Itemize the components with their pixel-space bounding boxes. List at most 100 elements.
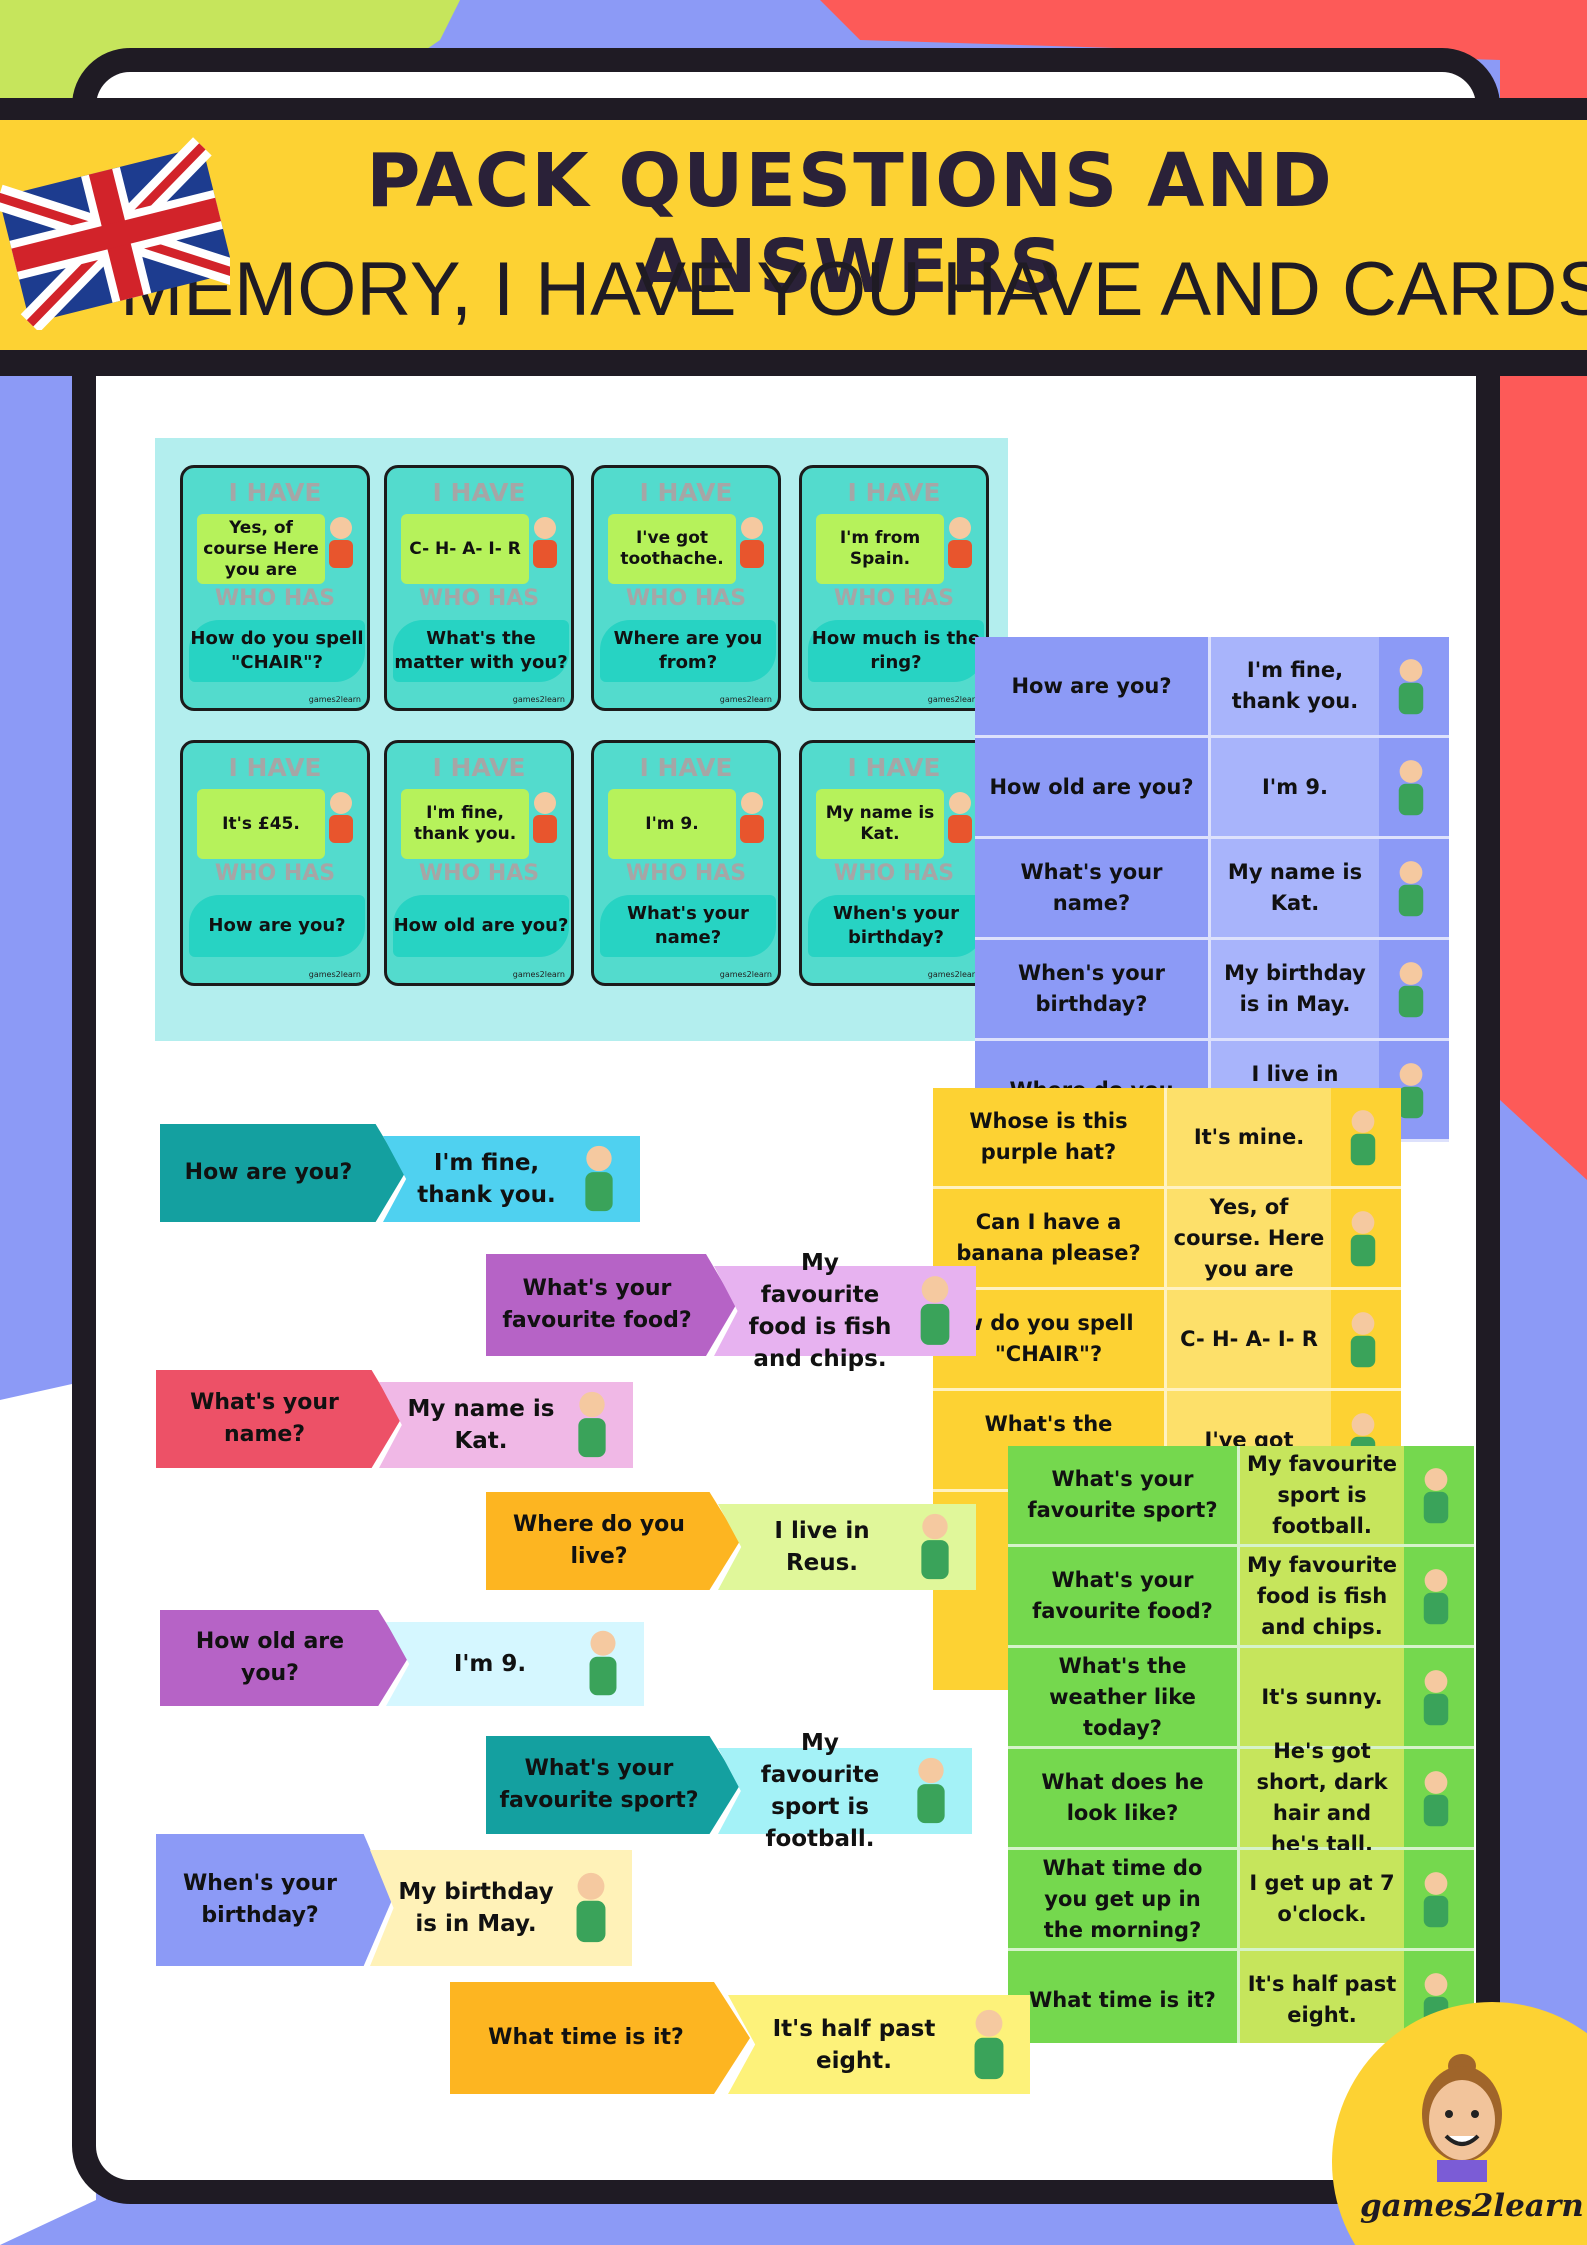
card-question: How are you? bbox=[975, 637, 1211, 735]
card-row: How are you?I'm fine, thank you. bbox=[975, 637, 1449, 738]
card-row: Can I have a banana please?Yes, of cours… bbox=[933, 1189, 1401, 1290]
domino-question: What time is it? bbox=[488, 2025, 684, 2050]
card-row: What's the weather like today?It's sunny… bbox=[1008, 1648, 1474, 1749]
domino-question: What's your name? bbox=[190, 1390, 339, 1447]
card-row: How old are you?I'm 9. bbox=[975, 738, 1449, 839]
domino-answer: My birthday is in May. bbox=[398, 1879, 554, 1937]
domino-question-bg bbox=[486, 1492, 740, 1590]
spain-map-icon bbox=[948, 517, 972, 568]
i-have-label: I HAVE bbox=[639, 478, 733, 507]
brand-name: games2learn bbox=[1360, 2188, 1584, 2224]
card-answer: Yes, of course. Here you are bbox=[1167, 1189, 1331, 1287]
who-has-label: WHO HAS bbox=[625, 861, 747, 886]
i-have-label: I HAVE bbox=[639, 753, 733, 782]
domino-question-bg bbox=[160, 1610, 408, 1706]
card-question: How much is the ring? bbox=[808, 620, 984, 682]
card-question: What's your favourite food? bbox=[1008, 1547, 1240, 1645]
waving-man-icon bbox=[1398, 658, 1424, 714]
domino-question-bg bbox=[486, 1254, 736, 1356]
who-has-label: WHO HAS bbox=[214, 586, 336, 611]
i-have-label: I HAVE bbox=[432, 478, 526, 507]
city-skyline-icon bbox=[921, 1513, 949, 1580]
domino-card: What's your favourite sport? My favourite… bbox=[486, 1730, 972, 1852]
who-has-label: WHO HAS bbox=[625, 586, 747, 611]
card-answer: I get up at 7 o'clock. bbox=[1240, 1850, 1404, 1948]
domino-card: What's your name? My name is Kat. bbox=[156, 1370, 633, 1468]
card-answer: My name is Kat. bbox=[1211, 839, 1379, 937]
card-row: What's your favourite sport?My favourite… bbox=[1008, 1446, 1474, 1547]
children-icon bbox=[948, 792, 972, 843]
card-brand: games2learn bbox=[719, 695, 772, 704]
card-question: How old are you? bbox=[975, 738, 1211, 836]
card-answer: It's half past eight. bbox=[1240, 1951, 1404, 2043]
man-pointing-icon bbox=[1350, 1109, 1376, 1165]
domino-card: What's your favourite food?My favourite … bbox=[486, 1250, 976, 1372]
domino-question: How old are you? bbox=[195, 1629, 345, 1686]
card-brand: games2learn bbox=[308, 695, 361, 704]
children-icon bbox=[578, 1391, 606, 1458]
page-title: PACK QUESTIONS AND ANSWERS bbox=[366, 138, 1334, 310]
watch-icon bbox=[974, 2009, 1004, 2080]
card-row: What's your name?My name is Kat. bbox=[975, 839, 1449, 940]
card-question: What's your favourite sport? bbox=[1008, 1446, 1240, 1544]
card-row: What time do you get up in the morning?I… bbox=[1008, 1850, 1474, 1951]
domino-question-bg bbox=[450, 1982, 750, 2094]
who-has-label: WHO HAS bbox=[833, 861, 955, 886]
avatar-icon bbox=[1422, 2054, 1502, 2182]
i-have-label: I HAVE bbox=[847, 753, 941, 782]
card-question: How are you? bbox=[189, 895, 365, 957]
sun-icon bbox=[1423, 1669, 1449, 1725]
card-brand: games2learn bbox=[308, 970, 361, 979]
ring-icon bbox=[329, 792, 353, 843]
card-question: What's the matter with you? bbox=[393, 620, 569, 682]
waving-man-icon bbox=[533, 792, 557, 843]
sad-girl-icon bbox=[740, 517, 764, 568]
card-answer: He's got short, dark hair and he's tall. bbox=[1240, 1739, 1404, 1856]
chair-icon bbox=[1350, 1311, 1376, 1367]
domino-answer: My favourite sport is football. bbox=[760, 1730, 880, 1852]
domino-answer: My favourite food is fish and chips. bbox=[748, 1250, 892, 1372]
tall-man-icon bbox=[1423, 1770, 1449, 1826]
card-answer: My name is Kat. bbox=[816, 789, 944, 859]
card-brand: games2learn bbox=[927, 695, 980, 704]
domino-answer: My name is Kat. bbox=[407, 1396, 555, 1454]
purple-card-strip: How are you?I'm fine, thank you.How old … bbox=[975, 637, 1449, 1142]
i-have-label: I HAVE bbox=[228, 753, 322, 782]
card-answer: My favourite sport is football. bbox=[1240, 1446, 1404, 1544]
card-question: Where are you from? bbox=[600, 620, 776, 682]
domino-question-bg bbox=[156, 1370, 401, 1468]
birthday-cake-icon bbox=[589, 1630, 617, 1696]
fish-and-chips-icon bbox=[920, 1276, 950, 1345]
city-skyline-icon bbox=[1398, 1062, 1424, 1118]
card-question: What's your name? bbox=[975, 839, 1211, 937]
grandma-bananas-icon bbox=[329, 517, 353, 568]
card-question: What's the weather like today? bbox=[1008, 1648, 1240, 1746]
calendar-may-icon bbox=[1398, 961, 1424, 1017]
fish-and-chips-icon bbox=[1423, 1568, 1449, 1624]
card-question: How old are you? bbox=[393, 895, 569, 957]
card-answer: I'm from Spain. bbox=[816, 514, 944, 584]
domino-answer: I live in Reus. bbox=[774, 1518, 870, 1576]
domino-question: When's your birthday? bbox=[183, 1871, 337, 1928]
header-banner bbox=[0, 120, 1587, 350]
page-subtitle: MEMORY, I HAVE YOU HAVE AND CARDS bbox=[120, 247, 1587, 332]
who-has-label: WHO HAS bbox=[418, 586, 540, 611]
i-have-label: I HAVE bbox=[432, 753, 526, 782]
card-row: Whose is this purple hat?It's mine. bbox=[933, 1088, 1401, 1189]
card-question: What time is it? bbox=[1008, 1951, 1240, 2043]
card-brand: games2learn bbox=[927, 970, 980, 979]
card-answer: I'm 9. bbox=[1211, 738, 1379, 836]
calendar-may-icon bbox=[576, 1872, 606, 1943]
card-answer: I've got toothache. bbox=[608, 514, 736, 584]
card-question: When's your birthday? bbox=[975, 940, 1211, 1038]
domino-question-bg bbox=[486, 1736, 740, 1834]
card-question: When's your birthday? bbox=[808, 895, 984, 957]
card-row: What does he look like?He's got short, d… bbox=[1008, 1739, 1474, 1856]
domino-answer: I'm 9. bbox=[453, 1651, 527, 1677]
card-brand: games2learn bbox=[719, 970, 772, 979]
card-answer: It's £45. bbox=[197, 789, 325, 859]
domino-question: What's your favourite sport? bbox=[499, 1756, 699, 1813]
card-answer: I'm fine, thank you. bbox=[401, 789, 529, 859]
